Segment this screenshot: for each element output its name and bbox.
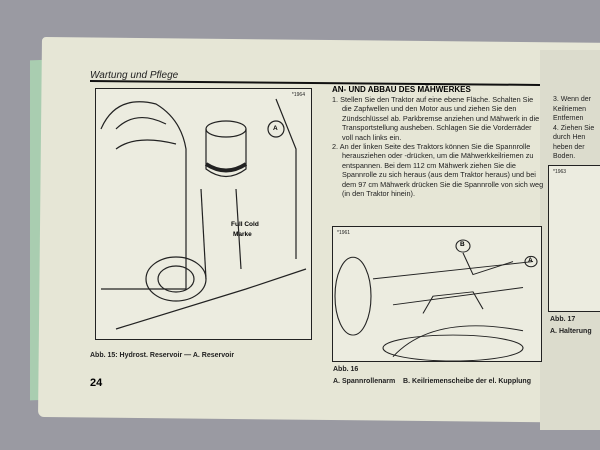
figure-16-caption: Abb. 16: [333, 366, 359, 373]
figure-15-caption: Abb. 15: Hydrost. Reservoir — A. Reservo…: [90, 352, 235, 359]
figure-16-legend: A. Spannrollenarm B. Keilriemenscheibe d…: [333, 378, 531, 385]
reservoir-illustration: [100, 98, 307, 330]
figure-id: *1963: [553, 169, 567, 175]
text-line: Boden.: [553, 153, 576, 160]
figure-15: *1964 A Full Cold Marke: [95, 88, 312, 340]
page-header: Wartung und Pflege: [90, 70, 179, 81]
text-line: 4. Ziehen Sie: [553, 124, 595, 132]
figure-17-caption: Abb. 17: [550, 316, 576, 323]
step-1: 1. Stellen Sie den Traktor auf eine eben…: [332, 95, 540, 142]
full-cold-label: Full Cold: [231, 221, 259, 228]
callout-a: A: [528, 257, 533, 264]
figure-id: *1961: [337, 230, 351, 236]
step-2: 2. An der linken Seite des Traktors könn…: [332, 142, 544, 199]
text-line: heben der: [553, 143, 585, 151]
section-body: 1. Stellen Sie den Traktor auf eine eben…: [332, 95, 544, 198]
page-number: 24: [90, 377, 103, 389]
figure-16: *1961 B A: [332, 226, 542, 362]
callout-a: A: [273, 125, 278, 132]
figure-17-legend: A. Halterung: [550, 328, 592, 335]
text-line: Entfernen: [553, 115, 584, 122]
text-line: durch Hen: [553, 134, 586, 141]
right-page-text: 3. Wenn der Keilriemen Entfernen 4. Zieh…: [553, 95, 594, 162]
callout-b: B: [460, 241, 465, 248]
figure-17: *1963: [548, 165, 600, 312]
marke-label: Marke: [233, 231, 252, 238]
figure-id: *1964: [291, 92, 305, 98]
mower-illustration: [334, 239, 538, 362]
text-line: Keilriemen: [553, 105, 587, 113]
text-line: 3. Wenn der: [553, 96, 592, 103]
section-title: AN- UND ABBAU DES MÄHWERKES: [332, 85, 471, 94]
